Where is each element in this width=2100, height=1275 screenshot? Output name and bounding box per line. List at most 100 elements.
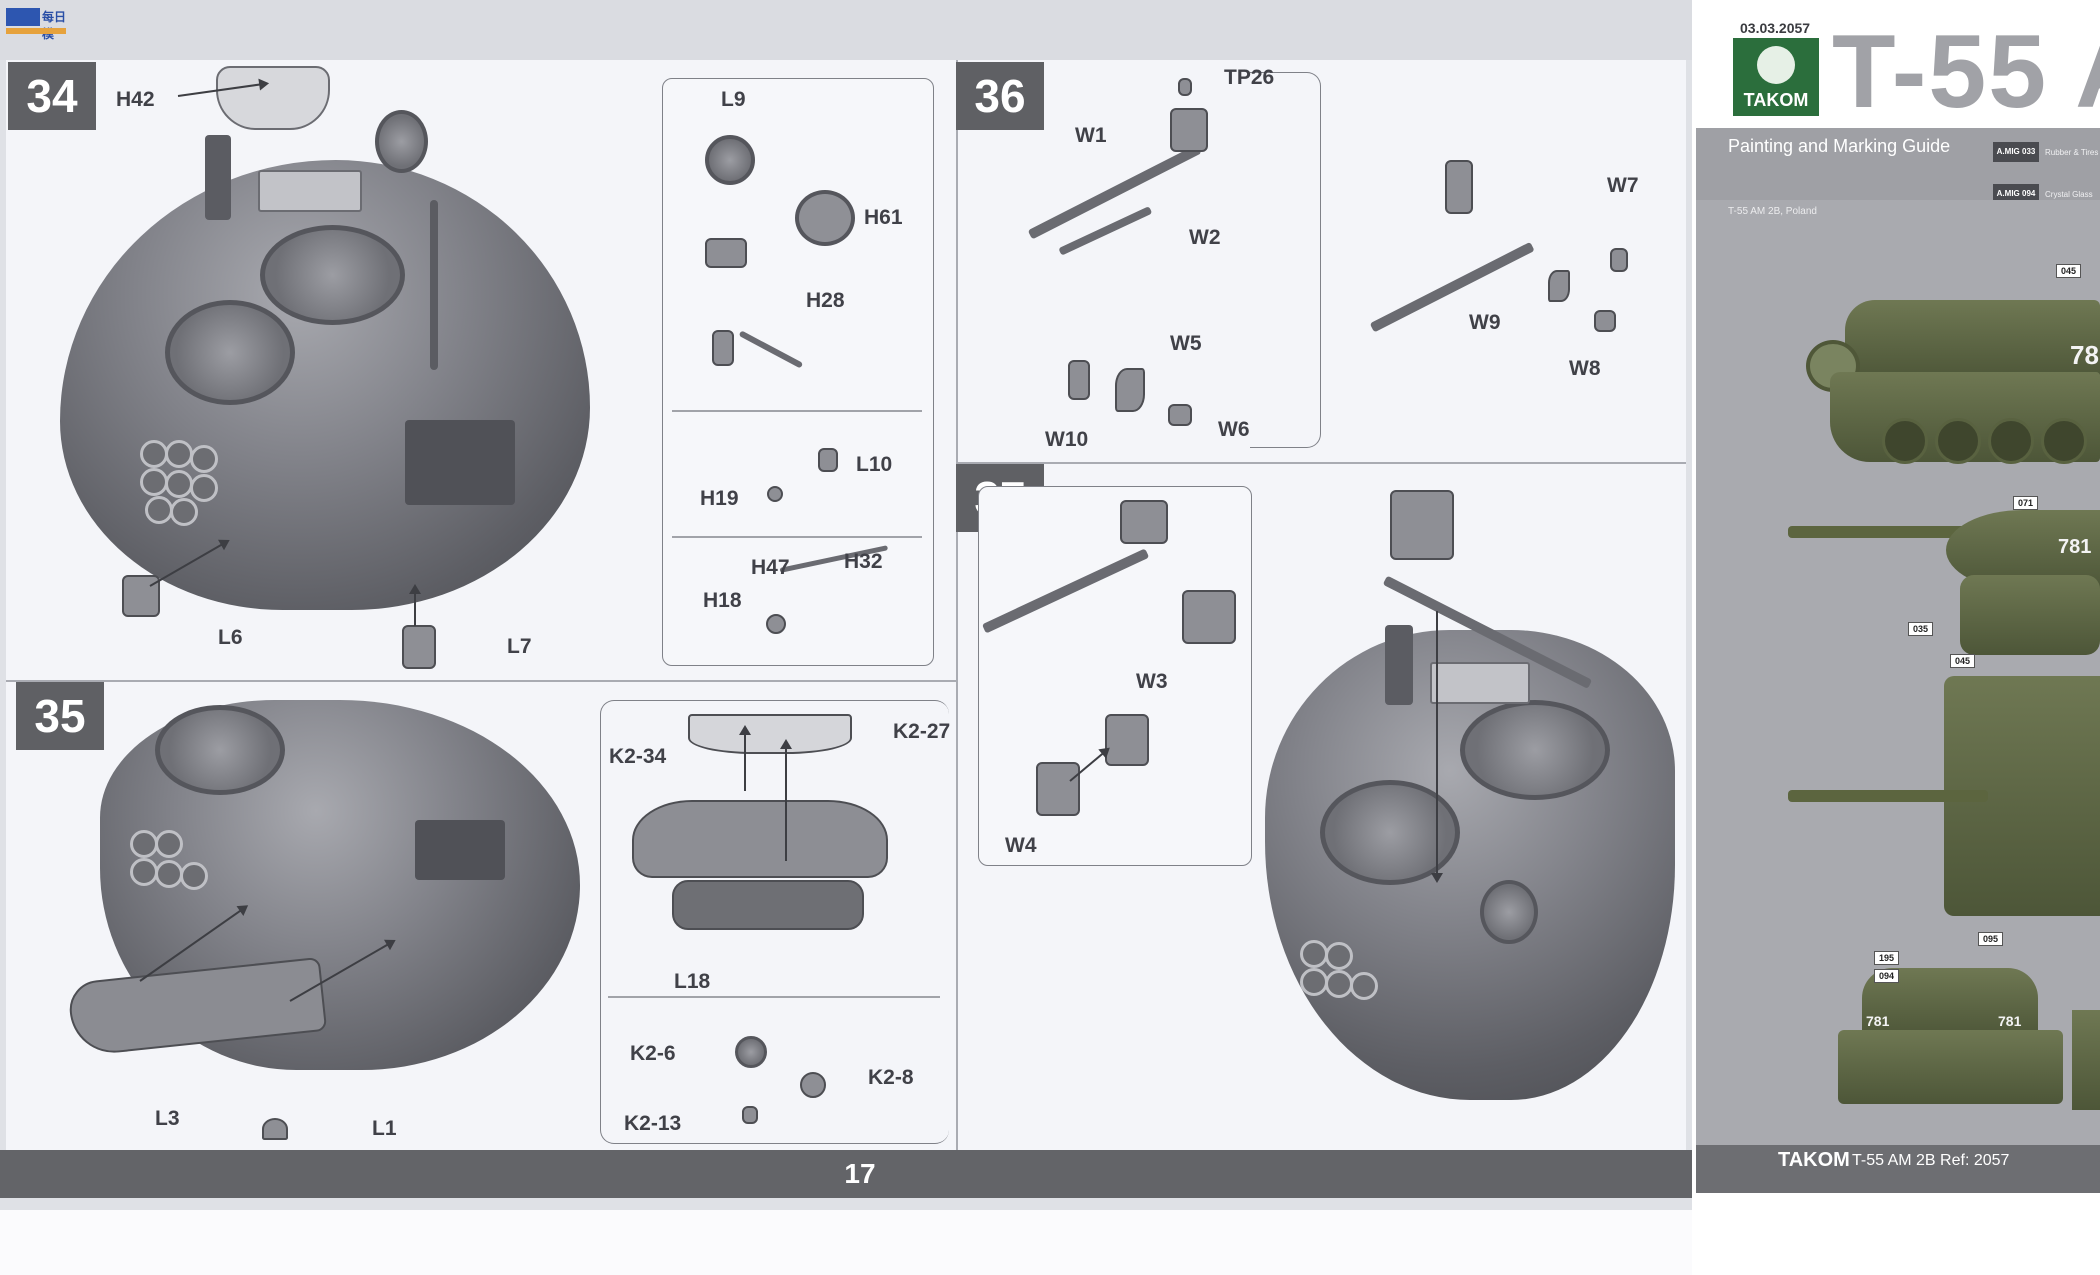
- horizontal-divider-left: [6, 680, 956, 682]
- label-w4: W4: [1005, 834, 1037, 857]
- label-l9: L9: [721, 88, 746, 111]
- model-title: T-55 A: [1832, 14, 2100, 130]
- part-w7: [1610, 248, 1628, 272]
- detail-separator: [672, 536, 922, 538]
- step-34-detail-box: [662, 78, 934, 666]
- paint-name-033: Rubber & Tires: [2045, 148, 2099, 157]
- label-h42: H42: [116, 88, 155, 111]
- step-36-badge: 36: [956, 62, 1044, 130]
- label-k2-27: K2-27: [893, 720, 951, 743]
- label-w6: W6: [1218, 418, 1250, 441]
- label-w8: W8: [1569, 357, 1601, 380]
- smoke-launcher: [1325, 970, 1353, 998]
- tank-partial-view: [2072, 1010, 2100, 1110]
- tank-number: 781: [2058, 536, 2092, 558]
- smoke-launcher: [180, 862, 208, 890]
- tank-hull-angle: [1960, 575, 2100, 655]
- part-h42: [216, 66, 330, 130]
- label-l1: L1: [372, 1117, 397, 1140]
- part-l10: [818, 448, 838, 472]
- part-h19: [767, 486, 783, 502]
- searchlight: [1480, 880, 1538, 944]
- tank-hull-front: [1838, 1030, 2063, 1104]
- label-h19: H19: [700, 487, 739, 510]
- part-k2-6: [735, 1036, 767, 1068]
- label-h32: H32: [844, 550, 883, 573]
- arrow: [785, 741, 787, 861]
- horizontal-divider-right: [956, 462, 1686, 464]
- label-w10: W10: [1045, 428, 1089, 451]
- part-h61: [795, 190, 855, 246]
- callout: 095: [1978, 932, 2004, 946]
- part-k2-8: [800, 1072, 826, 1098]
- callout: 045: [1950, 654, 1976, 668]
- smoke-launcher: [145, 496, 173, 524]
- tank-number: 781: [1998, 1013, 2022, 1029]
- label-w5: W5: [1170, 332, 1202, 355]
- part-w3: [1105, 714, 1149, 766]
- part-w6: [1168, 404, 1192, 426]
- ammo-box: [1182, 590, 1236, 644]
- road-wheel: [2041, 418, 2087, 464]
- label-tp26: TP26: [1224, 66, 1275, 89]
- guide-title: Painting and Marking Guide: [1728, 136, 1951, 156]
- label-w1: W1: [1075, 124, 1107, 147]
- paint-name-094: Crystal Glass: [2045, 190, 2093, 199]
- smoke-launcher: [165, 440, 193, 468]
- arrow: [744, 727, 746, 791]
- watermark-logo: 每日模: [6, 2, 68, 41]
- page-footer-bar: [0, 1150, 1692, 1198]
- gun-receiver: [1170, 108, 1208, 152]
- smoke-launcher: [190, 474, 218, 502]
- label-k2-13: K2-13: [624, 1112, 682, 1135]
- part-h18: [766, 614, 786, 634]
- part-w10: [1068, 360, 1090, 400]
- page-top-band: [0, 0, 1692, 60]
- road-wheel: [1882, 418, 1928, 464]
- part-k2-13: [742, 1106, 758, 1124]
- callout: 094: [1874, 969, 1900, 983]
- label-w2: W2: [1189, 226, 1221, 249]
- label-k2-6: K2-6: [630, 1042, 676, 1065]
- antenna-base: [430, 200, 438, 370]
- step-36-bracket: [1250, 72, 1321, 448]
- label-l10: L10: [856, 453, 893, 476]
- road-wheel: [1988, 418, 2034, 464]
- label-h61: H61: [864, 206, 903, 229]
- smoke-launcher: [140, 440, 168, 468]
- callout: 035: [1908, 622, 1934, 636]
- smoke-launcher: [1325, 942, 1353, 970]
- gun-cradle: [1445, 160, 1473, 214]
- step-34-badge: 34: [8, 62, 96, 130]
- tank-number: 78: [2070, 340, 2099, 370]
- guide-footer: [1696, 1145, 2100, 1193]
- part-w4: [1036, 762, 1080, 816]
- gun-receiver: [1120, 500, 1168, 544]
- part-l6: [122, 575, 160, 617]
- gun-mantlet: [415, 820, 505, 880]
- part-w5: [1115, 368, 1145, 412]
- armor-plate-frame: [258, 170, 362, 212]
- label-w3: W3: [1136, 670, 1168, 693]
- part-w9: [1548, 270, 1570, 302]
- smoke-launcher: [140, 468, 168, 496]
- part-h28: [705, 238, 747, 268]
- detail-separator: [608, 996, 940, 998]
- part-l7: [402, 625, 436, 669]
- tank-gun-barrel-top: [1788, 790, 1988, 802]
- smoke-launcher: [130, 830, 158, 858]
- takom-emblem-icon: [1757, 46, 1795, 84]
- label-w9: W9: [1469, 311, 1501, 334]
- tank-number: 781: [1866, 1013, 1890, 1029]
- variant-name: T-55 AM 2B, Poland: [1728, 206, 1817, 217]
- searchlight: [375, 110, 428, 173]
- gun-mantlet: [405, 420, 515, 505]
- gun-mount: [1390, 490, 1454, 560]
- guide-date: 03.03.2057: [1740, 20, 1811, 36]
- label-h18: H18: [703, 589, 742, 612]
- guide-footer-ref: T-55 AM 2B Ref: 2057: [1852, 1152, 2010, 1169]
- step-35-badge: 35: [16, 682, 104, 750]
- step-37-detail-box: [978, 486, 1252, 866]
- part-l18: [672, 880, 864, 930]
- loader-hatch: [1460, 700, 1610, 800]
